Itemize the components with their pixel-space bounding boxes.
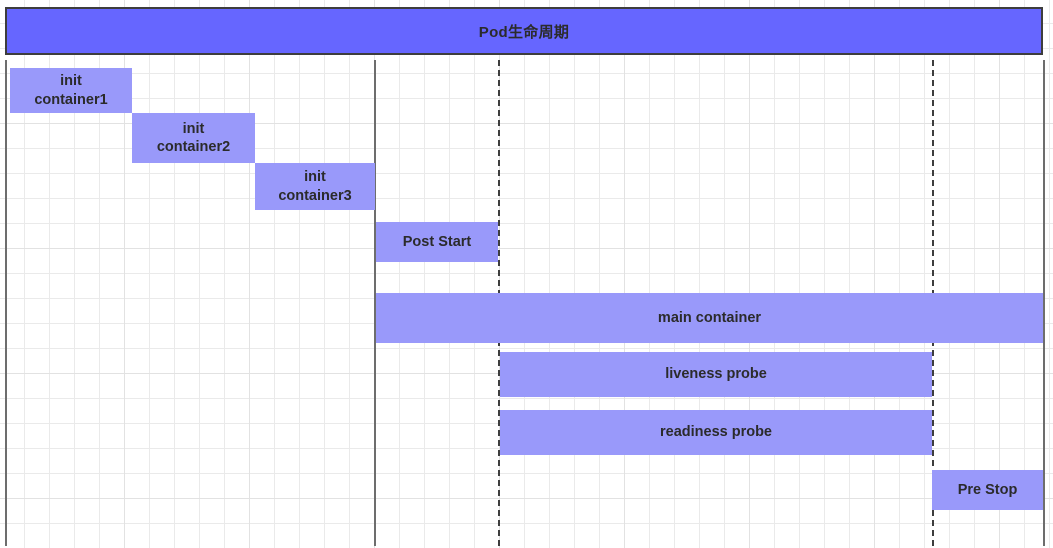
page-title: Pod生命周期 bbox=[478, 23, 570, 41]
bar-main-container: main container bbox=[376, 293, 1043, 343]
axis-line-init-end bbox=[374, 60, 376, 546]
bar-label-readiness-probe: readiness probe bbox=[659, 424, 772, 441]
bar-label-pre-stop: Pre Stop bbox=[957, 481, 1018, 498]
diagram-title-bar: Pod生命周期 bbox=[5, 7, 1043, 55]
bar-liveness-probe: liveness probe bbox=[500, 352, 932, 397]
bar-label-main-container: main container bbox=[657, 309, 762, 326]
bar-readiness-probe: readiness probe bbox=[500, 410, 932, 455]
bar-pre-stop: Pre Stop bbox=[932, 470, 1043, 510]
bar-label-init-container-2: init container2 bbox=[156, 120, 231, 155]
axis-line-right bbox=[1043, 60, 1045, 546]
axis-line-left bbox=[5, 60, 7, 546]
bar-init-container-1: init container1 bbox=[10, 68, 132, 113]
bar-label-init-container-1: init container1 bbox=[34, 73, 108, 108]
bar-post-start: Post Start bbox=[376, 222, 498, 262]
bar-label-post-start: Post Start bbox=[402, 233, 472, 250]
bar-label-liveness-probe: liveness probe bbox=[665, 366, 767, 383]
bar-init-container-3: init container3 bbox=[255, 163, 375, 210]
bar-init-container-2: init container2 bbox=[132, 113, 255, 163]
bar-label-init-container-3: init container3 bbox=[278, 169, 352, 204]
